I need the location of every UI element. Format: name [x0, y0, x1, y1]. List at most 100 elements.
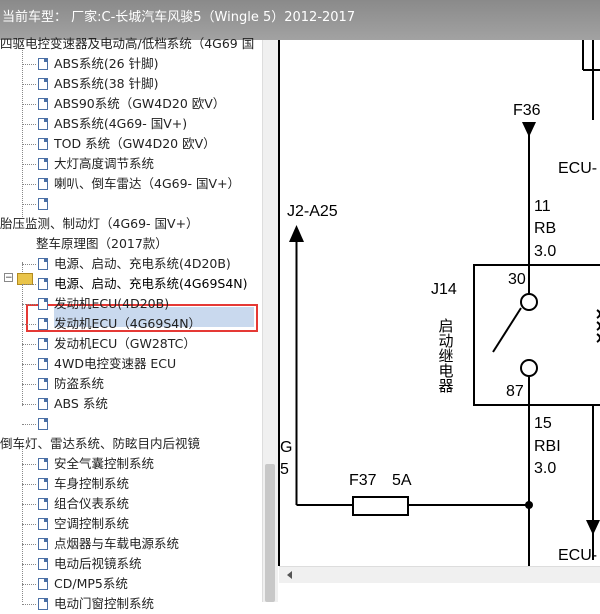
tree-item[interactable]: 四驱电控变速器及电动高/低档系统（4G69 国 — [0, 34, 262, 54]
tree-item-label: 车身控制系统 — [54, 476, 130, 491]
tree-connector — [22, 524, 36, 525]
tree-item-selected[interactable]: 电源、启动、充电系统(4G69S4N) — [0, 274, 262, 294]
tree-item-label: 大灯高度调节系统 — [54, 156, 155, 171]
tree-item[interactable]: ABS系统(38 针脚) — [0, 74, 262, 94]
tree-item-label: 胎压监测、制动灯（4G69- 国V+） — [0, 216, 199, 231]
tree-connector — [22, 262, 23, 406]
tree-item[interactable]: 倒车灯、雷达系统、防眩目内后视镜 — [0, 434, 262, 454]
tree-item[interactable]: 空调控制系统 — [0, 514, 262, 534]
document-icon — [38, 558, 48, 570]
tree-connector — [22, 264, 36, 265]
tree-connector — [22, 84, 36, 85]
tree-item[interactable]: 安全气囊控制系统 — [0, 454, 262, 474]
tree-item-label: ABS 系统 — [54, 396, 108, 411]
relay-contact-30 — [520, 293, 538, 311]
document-icon — [38, 598, 48, 610]
tree-item[interactable] — [0, 194, 262, 214]
relay-coil — [596, 309, 600, 343]
tree-item-label: 发动机ECU（4G69S4N） — [54, 316, 202, 331]
tree-item[interactable]: 4WD电控变速器 ECU — [0, 354, 262, 374]
tree-connector — [22, 584, 36, 585]
document-icon — [38, 338, 48, 350]
tree-item[interactable]: 点烟器与车载电源系统 — [0, 534, 262, 554]
scroll-left-icon[interactable] — [285, 569, 295, 581]
tree-item[interactable]: CD/MP5系统 — [0, 574, 262, 594]
document-icon — [38, 138, 48, 150]
tree-item[interactable]: ABS系统(26 针脚) — [0, 54, 262, 74]
tree-item[interactable]: 组合仪表系统 — [0, 494, 262, 514]
relay-name: 启动继电器 — [437, 318, 454, 393]
tree-item-label: 组合仪表系统 — [54, 496, 130, 511]
document-icon — [38, 198, 48, 210]
tree-connector — [22, 564, 36, 565]
tree-connector — [22, 104, 36, 105]
ecu-top-label: ECU- — [558, 160, 597, 177]
tree-item-label: 空调控制系统 — [54, 516, 130, 531]
document-icon — [38, 458, 48, 470]
tree-item[interactable]: 发动机ECU（4G69S4N） — [0, 314, 262, 334]
tree-item-label: TOD 系统（GW4D20 欧V） — [54, 136, 216, 151]
wire-top-color: RB — [534, 220, 556, 237]
document-icon — [38, 398, 48, 410]
fuse-f37-label: F37 — [349, 472, 377, 489]
tree-item-label: 喇叭、倒车雷达（4G69- 国V+） — [54, 176, 241, 191]
document-icon — [38, 518, 48, 530]
tree-item[interactable]: TOD 系统（GW4D20 欧V） — [0, 134, 262, 154]
collapse-toggle[interactable]: − — [4, 273, 13, 283]
pin-87-label: 87 — [506, 383, 524, 400]
document-icon — [38, 58, 48, 70]
wire-top-number: 11 — [534, 198, 551, 215]
window-title: 当前车型： 厂家:C-长城汽车风骏5（Wingle 5）2012-2017 — [2, 10, 356, 25]
wire-bottom-number: 15 — [534, 415, 552, 432]
tree-connector — [22, 424, 36, 425]
tree-connector — [22, 364, 36, 365]
tree-connector — [22, 124, 36, 125]
tree-item[interactable]: 电动门窗控制系统 — [0, 594, 262, 614]
document-icon — [38, 478, 48, 490]
document-icon — [38, 318, 48, 330]
wire-bottom-color: RBI — [534, 438, 561, 455]
tree-item[interactable]: 发动机ECU(4D20B) — [0, 294, 262, 314]
tree-item[interactable]: 整车原理图（2017款） — [0, 234, 262, 254]
tree-item[interactable]: ABS 系统 — [0, 394, 262, 414]
tree-item[interactable]: 电源、启动、充电系统(4D20B) — [0, 254, 262, 274]
wire-bottom-size: 3.0 — [534, 460, 556, 477]
tree-item[interactable]: ABS90系统（GW4D20 欧V） — [0, 94, 262, 114]
diagram-horizontal-scrollbar[interactable] — [279, 566, 600, 583]
tree-item[interactable]: 大灯高度调节系统 — [0, 154, 262, 174]
tree-item[interactable]: ABS系统(4G69- 国V+) — [0, 114, 262, 134]
document-icon — [38, 278, 48, 290]
tree-item[interactable]: 防盗系统 — [0, 374, 262, 394]
tree-item[interactable]: 车身控制系统 — [0, 474, 262, 494]
selection-highlight — [54, 307, 254, 327]
tree-item-label: 点烟器与车载电源系统 — [54, 536, 180, 551]
document-icon — [38, 578, 48, 590]
tree-item[interactable] — [0, 414, 262, 434]
title-bar: 当前车型： 厂家:C-长城汽车风骏5（Wingle 5）2012-2017 — [0, 0, 600, 40]
tree-scrollbar-thumb[interactable] — [265, 464, 275, 602]
tree-item-label: 整车原理图（2017款） — [36, 236, 168, 251]
tree-item[interactable]: 发动机ECU（GW28TC） — [0, 334, 262, 354]
tree-item-label: 发动机ECU（GW28TC） — [54, 336, 196, 351]
tree-item[interactable]: 喇叭、倒车雷达（4G69- 国V+） — [0, 174, 262, 194]
tree-item-label: ABS系统(4G69- 国V+) — [54, 116, 188, 131]
down-arrow-icon — [522, 122, 536, 137]
tree-item-label: 电动门窗控制系统 — [54, 596, 155, 611]
tree-connector — [22, 384, 36, 385]
tree-connector — [22, 184, 36, 185]
document-icon — [38, 298, 48, 310]
tree-item[interactable]: 电动后视镜系统 — [0, 554, 262, 574]
wiring-diagram: F36 ECU- 11 RB 3.0 J2-A25 J14 启动继电器 30 8… — [278, 40, 600, 602]
tree-item-label: ABS90系统（GW4D20 欧V） — [54, 96, 226, 111]
tree-connector — [22, 164, 36, 165]
tree-item-label: CD/MP5系统 — [54, 576, 128, 591]
tree-connector — [22, 544, 36, 545]
fuse-f37-symbol — [352, 496, 409, 516]
tree-vertical-scrollbar[interactable] — [262, 40, 278, 602]
tree-item-label: 电动后视镜系统 — [54, 556, 142, 571]
tree-item[interactable]: 胎压监测、制动灯（4G69- 国V+） — [0, 214, 262, 234]
tree-connector — [22, 144, 36, 145]
relay-box — [473, 264, 600, 406]
down-arrow-icon — [586, 520, 600, 535]
